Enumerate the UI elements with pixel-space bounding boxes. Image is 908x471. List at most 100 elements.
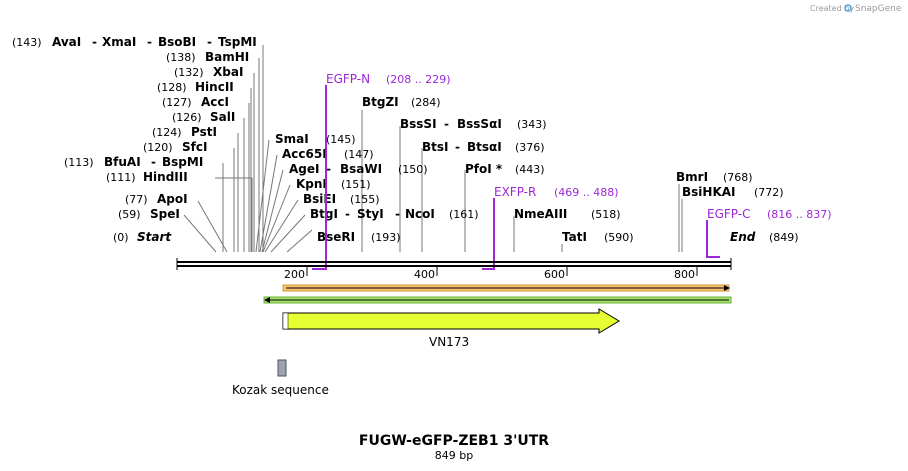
site-position: (77) xyxy=(125,193,148,206)
site-psti[interactable]: (124) PstI xyxy=(152,125,217,139)
site-pfoi[interactable]: PfoI * (443) xyxy=(465,162,545,176)
credit-brand: SnapGene xyxy=(855,4,902,14)
site-bsssi-group[interactable]: BssSI - BssSαI (343) xyxy=(400,117,547,131)
site-name: BtgI xyxy=(310,207,338,221)
feature-start-marker xyxy=(282,312,289,330)
site-sfci[interactable]: (120) SfcI xyxy=(143,140,207,154)
site-name: AccI xyxy=(201,95,229,109)
tick-label: 600 xyxy=(544,268,565,281)
site-name: BsaWI xyxy=(340,162,382,176)
primer-range: (208 .. 229) xyxy=(386,73,451,86)
primer-exfp-r[interactable]: EXFP-R (469 .. 488) xyxy=(482,185,619,270)
site-sali[interactable]: (126) SalI xyxy=(172,110,235,124)
site-name: BseRI xyxy=(317,230,355,244)
orange-feature-bar[interactable] xyxy=(282,284,730,292)
credit-prefix: Created by xyxy=(810,4,854,13)
site-name: TatI xyxy=(562,230,587,244)
site-bfuai-group[interactable]: (113) BfuAI - BspMI xyxy=(64,155,203,169)
site-position: (132) xyxy=(174,66,204,79)
site-name: BamHI xyxy=(205,50,249,64)
svg-text:-: - xyxy=(207,35,212,49)
end-position: (849) xyxy=(769,231,799,244)
feature-label: Kozak sequence xyxy=(232,383,329,397)
start-label: (0) Start xyxy=(113,230,172,244)
site-position: (59) xyxy=(118,208,141,221)
feature-vn173[interactable]: VN173 xyxy=(282,308,620,349)
site-bsihkai[interactable]: BsiHKAI (772) xyxy=(682,185,784,199)
site-bseri[interactable]: BseRI (193) xyxy=(317,230,401,244)
primers: EGFP-N (208 .. 229) EXFP-R (469 .. 488) … xyxy=(312,72,832,270)
snapgene-credit: Created by SnapGene xyxy=(810,4,902,14)
tick-label: 800 xyxy=(674,268,695,281)
site-hindiii[interactable]: (111) HindIII xyxy=(106,170,188,184)
svg-text:-: - xyxy=(92,35,97,49)
site-tati[interactable]: TatI (590) xyxy=(562,230,634,244)
site-name: BssSαI xyxy=(457,117,502,131)
site-name: StyI xyxy=(357,207,384,221)
site-bsiei[interactable]: BsiEI (155) xyxy=(303,192,380,206)
scale-ticks: 200 400 600 800 xyxy=(284,266,698,281)
primer-name: EXFP-R xyxy=(494,185,536,199)
site-position: (376) xyxy=(515,141,545,154)
site-bamhi[interactable]: (138) BamHI xyxy=(166,50,249,64)
site-position: (127) xyxy=(162,96,192,109)
site-name: AvaI xyxy=(52,35,81,49)
start-name: Start xyxy=(137,230,172,244)
site-position: (193) xyxy=(371,231,401,244)
site-name: BssSI xyxy=(400,117,437,131)
snapgene-logo-icon xyxy=(844,4,852,12)
site-acci[interactable]: (127) AccI xyxy=(162,95,229,109)
map-length: 849 bp xyxy=(435,449,473,462)
site-apoi[interactable]: (77) ApoI xyxy=(125,192,188,206)
site-acc65i[interactable]: Acc65I (147) xyxy=(282,147,374,161)
site-position: (768) xyxy=(723,171,753,184)
primer-egfp-c[interactable]: EGFP-C (816 .. 837) xyxy=(706,207,832,258)
site-position: (161) xyxy=(449,208,479,221)
site-name: BtsI xyxy=(422,140,449,154)
site-name: Acc65I xyxy=(282,147,327,161)
primer-range: (469 .. 488) xyxy=(554,186,619,199)
site-position: (772) xyxy=(754,186,784,199)
site-position: (138) xyxy=(166,51,196,64)
feature-kozak[interactable]: Kozak sequence xyxy=(232,359,329,397)
map-title: FUGW-eGFP-ZEB1 3'UTR xyxy=(359,433,549,449)
site-position: (143) xyxy=(12,36,42,49)
site-name: NmeAIII xyxy=(514,207,567,221)
svg-text:-: - xyxy=(455,140,460,154)
site-btsi-group[interactable]: BtsI - BtsαI (376) xyxy=(422,140,545,154)
start-position: (0) xyxy=(113,231,129,244)
site-name: PstI xyxy=(191,125,217,139)
primer-range: (816 .. 837) xyxy=(767,208,832,221)
sequence-backbone xyxy=(176,258,732,270)
site-xbai[interactable]: (132) XbaI xyxy=(174,65,243,79)
site-agei-group[interactable]: AgeI - BsaWI (150) xyxy=(289,162,428,176)
site-name: BfuAI xyxy=(104,155,141,169)
site-name: BmrI xyxy=(676,170,708,184)
green-feature-bar[interactable] xyxy=(263,296,732,304)
site-kpni[interactable]: KpnI (151) xyxy=(296,177,371,191)
site-bmri[interactable]: BmrI (768) xyxy=(676,170,753,184)
primer-egfp-n[interactable]: EGFP-N (208 .. 229) xyxy=(312,72,451,270)
site-position: (343) xyxy=(517,118,547,131)
site-position: (155) xyxy=(350,193,380,206)
site-leader-lines xyxy=(183,45,683,253)
site-position: (443) xyxy=(515,163,545,176)
site-name: TspMI xyxy=(218,35,257,49)
site-position: (128) xyxy=(157,81,187,94)
site-hincii[interactable]: (128) HincII xyxy=(157,80,234,94)
site-name: SalI xyxy=(210,110,235,124)
site-position: (113) xyxy=(64,156,94,169)
site-position: (150) xyxy=(398,163,428,176)
site-name: BtgZI xyxy=(362,95,399,109)
primer-name: EGFP-C xyxy=(707,207,750,221)
feature-label: VN173 xyxy=(429,335,469,349)
site-spei[interactable]: (59) SpeI xyxy=(118,207,180,221)
site-nmeaiii[interactable]: NmeAIII (518) xyxy=(514,207,621,221)
site-smai[interactable]: SmaI (145) xyxy=(275,132,356,146)
site-tspmi-group[interactable]: (143) AvaI - XmaI - BsoBI - TspMI xyxy=(12,35,257,49)
site-name: XmaI xyxy=(102,35,136,49)
site-name: AgeI xyxy=(289,162,319,176)
site-btgzi[interactable]: BtgZI (284) xyxy=(362,95,441,109)
site-bsmi-group[interactable]: BtgI - StyI - NcoI (161) xyxy=(310,207,479,221)
